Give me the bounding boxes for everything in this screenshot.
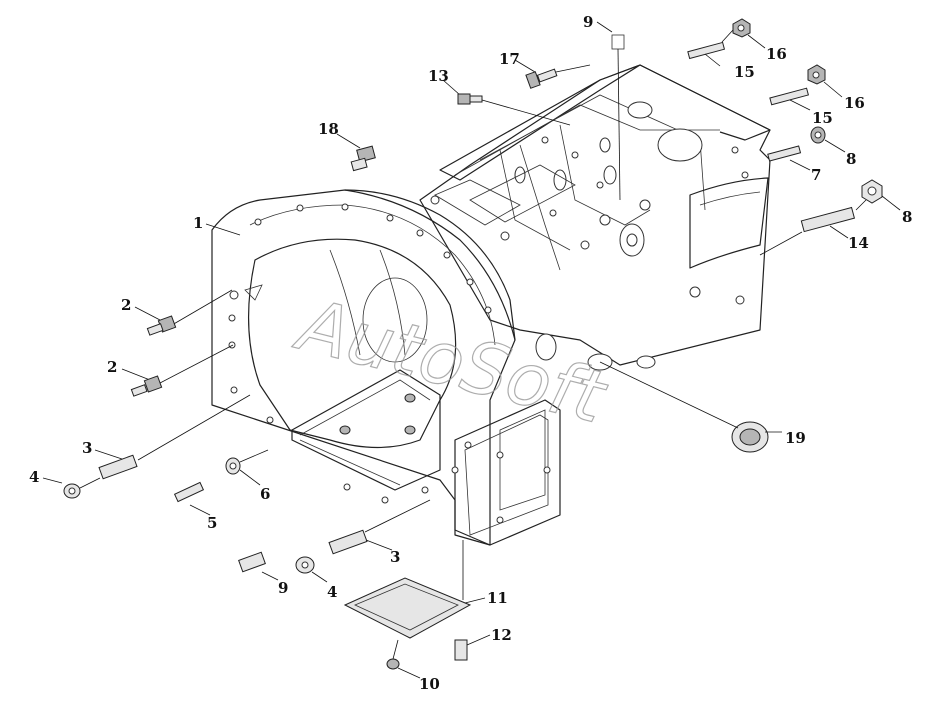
bolt-2-lower	[121, 344, 234, 397]
stud-15-middle	[769, 87, 811, 111]
pin-9-upper	[596, 21, 613, 33]
washer-8-right	[861, 179, 901, 211]
callout-6: 6	[260, 485, 270, 503]
callout-17: 17	[499, 50, 520, 68]
callout-4-lower: 4	[327, 583, 337, 601]
callout-1: 1	[193, 214, 203, 232]
callout-13: 13	[428, 67, 449, 85]
transmission-housing	[419, 34, 771, 371]
watermark: AutoSoft	[287, 282, 615, 440]
callout-9-lower: 9	[278, 579, 288, 597]
pin-3-left	[94, 394, 251, 480]
stud-15-upper	[687, 41, 726, 67]
callout-4-left: 4	[29, 468, 39, 486]
cover-plate-11	[343, 577, 486, 639]
bolt-5	[173, 481, 211, 516]
callout-18: 18	[318, 120, 339, 138]
nut-6	[225, 449, 269, 486]
callout-19: 19	[785, 429, 806, 447]
bolt-17	[514, 59, 591, 89]
callout-5: 5	[207, 514, 217, 532]
callout-8-right: 8	[902, 208, 912, 226]
washer-4-left	[42, 477, 101, 499]
callout-2-lower: 2	[107, 358, 117, 376]
callout-8-upper: 8	[846, 150, 856, 168]
callout-7: 7	[811, 166, 821, 184]
bolt-10	[386, 639, 421, 679]
callout-3-lower: 3	[390, 548, 400, 566]
callout-16-upper: 16	[766, 45, 787, 63]
washer-4-lower	[295, 556, 328, 583]
bolt-18	[336, 133, 376, 172]
callout-9-upper: 9	[583, 13, 593, 31]
callout-14: 14	[848, 234, 869, 252]
nut-16-middle	[807, 64, 843, 98]
bolt-2-upper	[134, 289, 233, 336]
clutch-housing	[211, 189, 561, 600]
callout-11: 11	[487, 589, 508, 607]
plug-12	[454, 634, 491, 661]
callout-15-upper: 15	[734, 63, 755, 81]
callout-10: 10	[419, 675, 440, 693]
nut-16-upper	[721, 18, 766, 49]
shaft-14	[759, 199, 867, 256]
seal-19	[599, 361, 782, 453]
stud-7	[767, 145, 811, 171]
bolt-13	[442, 79, 571, 126]
callout-15-middle: 15	[812, 109, 833, 127]
callout-3-left: 3	[82, 439, 92, 457]
washer-8-upper	[810, 126, 846, 153]
callout-2-upper: 2	[121, 296, 131, 314]
callout-16-middle: 16	[844, 94, 865, 112]
pin-9-lower	[238, 551, 279, 581]
callout-labels: 1 2 2 3 3 4 4 5 6 7 8 8 9 9 10 11 12 13 …	[29, 13, 912, 693]
callout-12: 12	[491, 626, 512, 644]
pin-3-lower	[328, 499, 431, 555]
